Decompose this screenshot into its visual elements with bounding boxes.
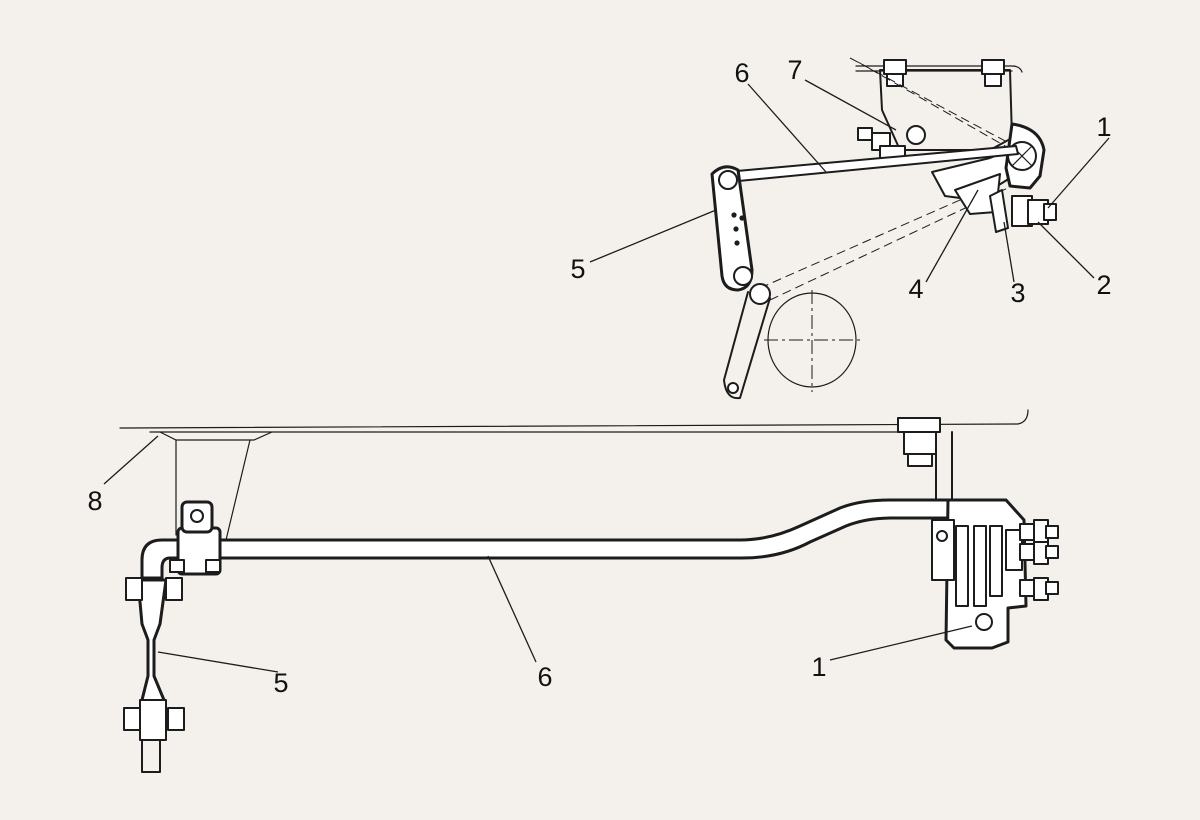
callout-6-top: 6	[734, 58, 749, 88]
bottom-view-assembly: 8 5 6 1	[87, 409, 1059, 773]
callout-5-top: 5	[570, 254, 585, 284]
callout-8-bottom: 8	[87, 486, 102, 516]
top-leader-lines	[589, 79, 1110, 283]
right-sensor-assembly	[931, 498, 1059, 650]
bottom-leader-lines	[103, 435, 973, 673]
top-view-assembly: 6 7 1 5 4 3 2	[570, 55, 1112, 400]
callout-4-top: 4	[908, 274, 923, 304]
callout-5-bottom: 5	[273, 668, 288, 698]
callout-2-top: 2	[1096, 270, 1111, 300]
callout-7-top: 7	[787, 55, 802, 85]
callout-1-bottom: 1	[811, 652, 826, 682]
top-link-arm	[710, 165, 754, 292]
top-mounting-plate	[855, 59, 1023, 151]
bottom-link	[123, 577, 185, 773]
bar-bushing-clamp	[169, 500, 222, 576]
callout-3-top: 3	[1010, 278, 1025, 308]
height-sensor-body	[931, 122, 1057, 233]
top-wheel-outline	[764, 290, 862, 392]
right-mount-bracket	[897, 417, 953, 501]
callout-6-bottom: 6	[537, 662, 552, 692]
body-floor-panel	[119, 409, 1029, 441]
top-lower-arm	[723, 283, 771, 400]
bracket	[175, 439, 251, 541]
stabilizer-bar	[140, 498, 992, 614]
callout-1-top: 1	[1096, 112, 1111, 142]
